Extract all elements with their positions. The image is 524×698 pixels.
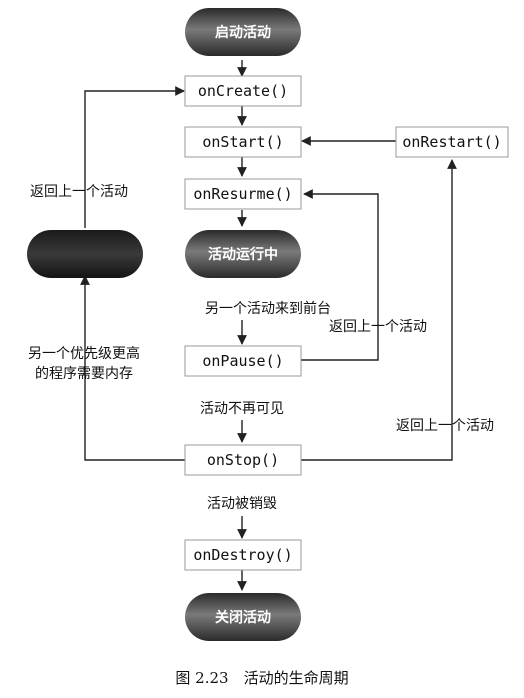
node-on-start-label: onStart()	[202, 133, 283, 151]
arrow-stop-to-restart	[300, 159, 457, 461]
arrow-killed-to-create	[84, 86, 185, 228]
pill-running-label: 活动运行中	[208, 246, 278, 263]
node-on-restart: onRestart()	[395, 126, 509, 158]
node-on-start: onStart()	[184, 126, 302, 158]
label-higher-priority-line2: 的程序需要内存	[35, 366, 133, 382]
node-on-create: onCreate()	[184, 75, 302, 107]
pill-start: 启动活动	[185, 8, 301, 56]
label-back-to-activity-left: 返回上一个活动	[30, 184, 128, 200]
label-activity-destroyed: 活动被销毁	[207, 496, 277, 512]
pill-start-label: 启动活动	[215, 24, 271, 41]
pill-shutdown-label: 关闭活动	[215, 609, 271, 626]
label-back-to-activity-mid: 返回上一个活动	[329, 319, 427, 335]
node-on-destroy-label: onDestroy()	[193, 546, 292, 564]
label-activity-invisible: 活动不再可见	[200, 401, 284, 417]
node-on-create-label: onCreate()	[198, 82, 288, 100]
node-on-stop-label: onStop()	[207, 451, 279, 469]
node-on-resume-label: onResurme()	[193, 185, 292, 203]
label-back-to-activity-right: 返回上一个活动	[396, 418, 494, 434]
arrow-stop-to-killed	[80, 275, 186, 461]
node-on-resume: onResurme()	[184, 178, 302, 210]
node-on-pause: onPause()	[184, 345, 302, 377]
connectors	[80, 60, 457, 591]
label-another-activity-front: 另一个活动来到前台	[205, 300, 331, 317]
figure-caption: 图 2.23 活动的生命周期	[175, 669, 348, 687]
node-on-destroy: onDestroy()	[184, 539, 302, 571]
node-on-pause-label: onPause()	[202, 352, 283, 370]
pill-running: 活动运行中	[185, 230, 301, 278]
arrow-pause-to-resume	[300, 189, 379, 361]
node-on-restart-label: onRestart()	[402, 133, 501, 151]
pill-shutdown: 关闭活动	[185, 593, 301, 641]
pill-killed	[27, 230, 143, 278]
label-higher-priority-line1: 另一个优先级更高	[28, 345, 140, 362]
node-on-stop: onStop()	[184, 444, 302, 476]
